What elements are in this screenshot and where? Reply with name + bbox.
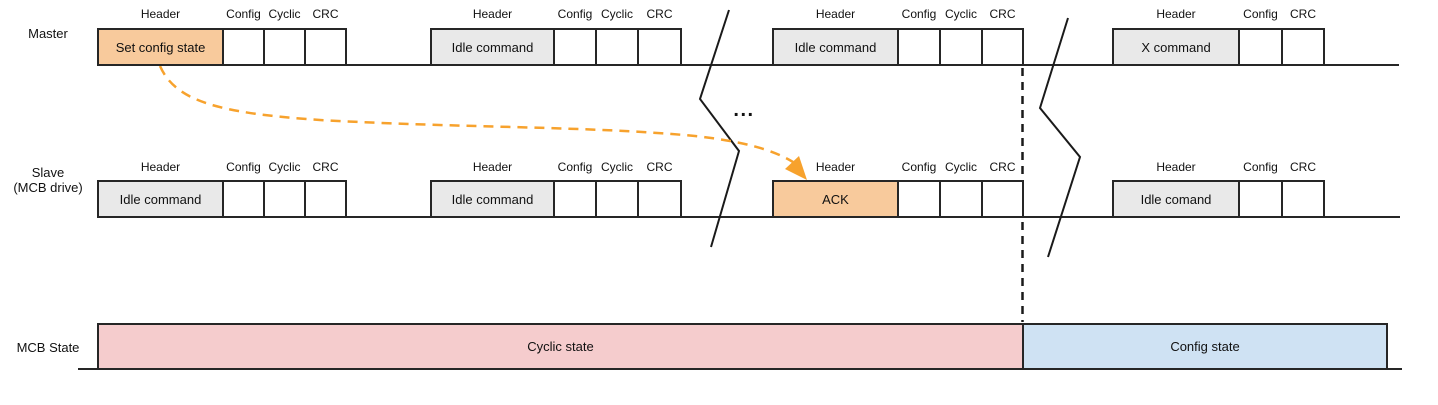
break-mark-left: [698, 9, 741, 248]
ellipsis-label: ...: [733, 99, 755, 121]
config-request-dashed-arrow: [158, 65, 794, 164]
break-mark-right: [1038, 17, 1082, 258]
arrowhead-icon: [785, 156, 807, 180]
